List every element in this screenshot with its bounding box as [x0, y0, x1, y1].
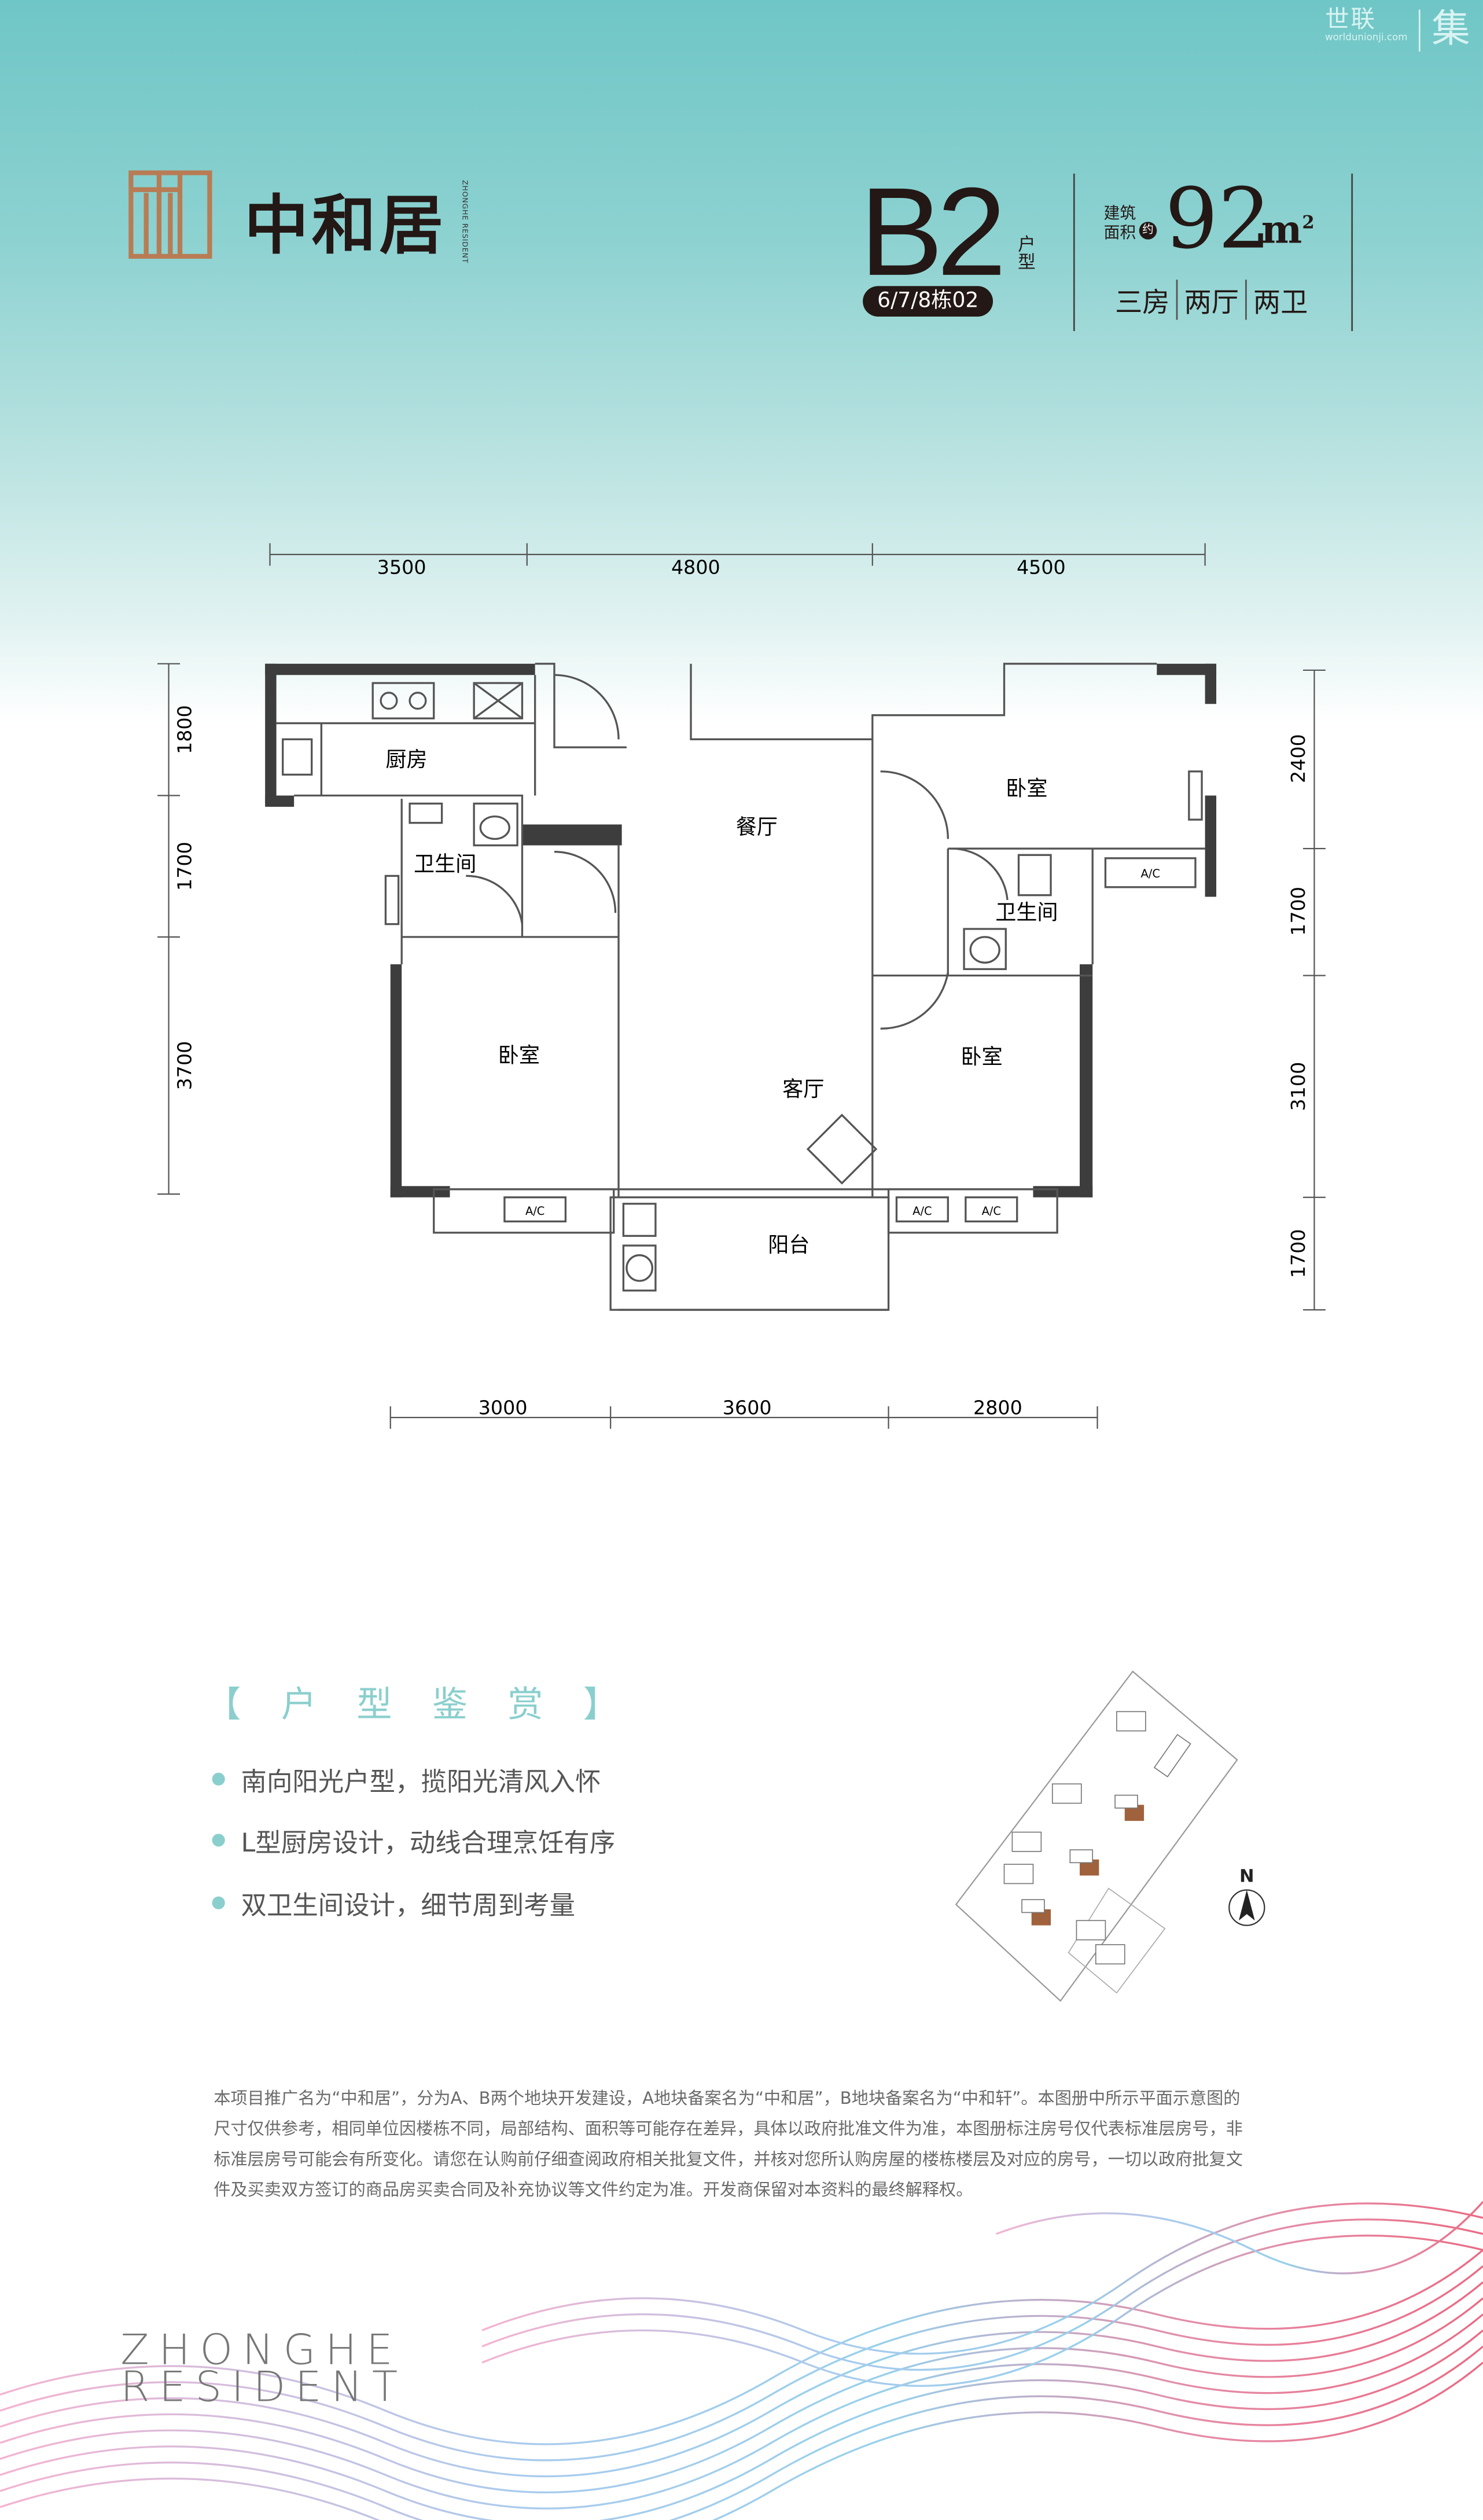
brand-name: 世联 — [1324, 5, 1377, 34]
room-bath-left: 卫生间 — [414, 852, 476, 876]
ac-label: A/C — [982, 1204, 1001, 1218]
ac-label: A/C — [1140, 867, 1160, 880]
unit-type-label: 户型 — [1015, 234, 1037, 270]
dim-right-4: 1700 — [1287, 1229, 1309, 1279]
disclaimer-text: 本项目推广名为“中和居”，分为A、B两个地块开发建设，A地块备案名为“中和居”，… — [214, 2089, 1243, 2201]
hall-count: 两厅 — [1176, 280, 1245, 320]
area-unit-sup: 2 — [1302, 212, 1315, 233]
bullet-icon — [212, 1772, 225, 1786]
bullet-icon — [212, 1896, 225, 1909]
dim-top-3: 4500 — [1017, 556, 1066, 578]
room-living: 客厅 — [782, 1077, 824, 1101]
dim-right-3: 3100 — [1287, 1062, 1309, 1111]
dim-top-1: 3500 — [377, 556, 426, 578]
dim-bottom-1: 3000 — [479, 1397, 528, 1419]
area-unit: m2 — [1261, 205, 1315, 252]
room-balcony: 阳台 — [768, 1233, 809, 1257]
brand-suffix: 集 — [1432, 6, 1470, 52]
project-name: 中和居 — [244, 188, 447, 264]
divider — [1351, 173, 1353, 332]
decorative-waves — [0, 2201, 1483, 2520]
thick-walls — [265, 663, 1217, 1197]
site-map: N — [955, 1670, 1265, 2002]
feature-text: L型厨房设计，动线合理烹饪有序 — [241, 1827, 616, 1858]
feature-text: 双卫生间设计，细节周到考量 — [241, 1890, 576, 1921]
brand-divider — [1418, 9, 1421, 52]
project-name-en-line1: ZHONGHE — [120, 2327, 403, 2376]
area-label-2: 面积 — [1103, 225, 1136, 243]
thin-walls — [276, 663, 1205, 1311]
dim-left-3: 3700 — [173, 1041, 196, 1090]
dim-bottom-2: 3600 — [723, 1397, 772, 1419]
dim-right-1: 2400 — [1287, 734, 1309, 783]
building-badge: 6/7/8栋02 — [863, 286, 993, 317]
floor-plan-drawing: 3500 4800 4500 3000 3600 2800 1800 1700 … — [157, 543, 1326, 1429]
room-summary: 三房 两厅 两卫 — [1109, 280, 1314, 320]
feature-item: 双卫生间设计，细节周到考量 — [212, 1883, 576, 1922]
room-bath-right: 卫生间 — [995, 900, 1058, 924]
dim-top-2: 4800 — [671, 556, 720, 578]
room-dining: 餐厅 — [736, 815, 778, 839]
area-value: 92 — [1165, 172, 1271, 269]
bath-count: 两卫 — [1245, 280, 1314, 320]
room-kitchen: 厨房 — [385, 748, 427, 772]
area-unit-m: m — [1261, 205, 1302, 252]
ac-label: A/C — [912, 1204, 932, 1218]
features-title: 【 户 型 鉴 赏 】 — [205, 1685, 633, 1726]
north-label: N — [1239, 1867, 1254, 1887]
area-label: 建筑面积 — [1104, 205, 1136, 244]
ac-label: A/C — [525, 1204, 544, 1218]
unit-type: B2 — [859, 160, 1007, 303]
feature-item: 南向阳光户型，揽阳光清风入怀 — [212, 1760, 601, 1799]
dimension-lines — [157, 543, 1326, 1429]
project-name-en-small: ZHONGHE RESIDENT — [459, 180, 468, 264]
feature-text: 南向阳光户型，揽阳光清风入怀 — [241, 1766, 601, 1797]
room-bedroom-w: 卧室 — [498, 1043, 540, 1067]
room-bedroom-ne: 卧室 — [1006, 777, 1047, 801]
dim-bottom-3: 2800 — [973, 1397, 1022, 1419]
feature-item: L型厨房设计，动线合理烹饪有序 — [212, 1821, 616, 1860]
divider — [1073, 173, 1075, 332]
area-approx-badge: 约 — [1139, 222, 1157, 240]
compass-icon — [1228, 1889, 1265, 1926]
room-count: 三房 — [1115, 288, 1170, 320]
project-name-en-line2: RESIDENT — [120, 2364, 407, 2412]
project-logo-icon — [128, 170, 212, 259]
worldunion-brand: 世联 worldunionji.com 集 — [1325, 6, 1470, 54]
brand-url: worldunionji.com — [1324, 32, 1408, 43]
dim-left-2: 1700 — [173, 842, 196, 891]
bullet-icon — [212, 1834, 225, 1847]
dim-right-2: 1700 — [1287, 887, 1309, 936]
dim-left-1: 1800 — [173, 705, 196, 754]
area-label-1: 建筑 — [1103, 205, 1136, 223]
room-bedroom-se: 卧室 — [961, 1045, 1003, 1069]
